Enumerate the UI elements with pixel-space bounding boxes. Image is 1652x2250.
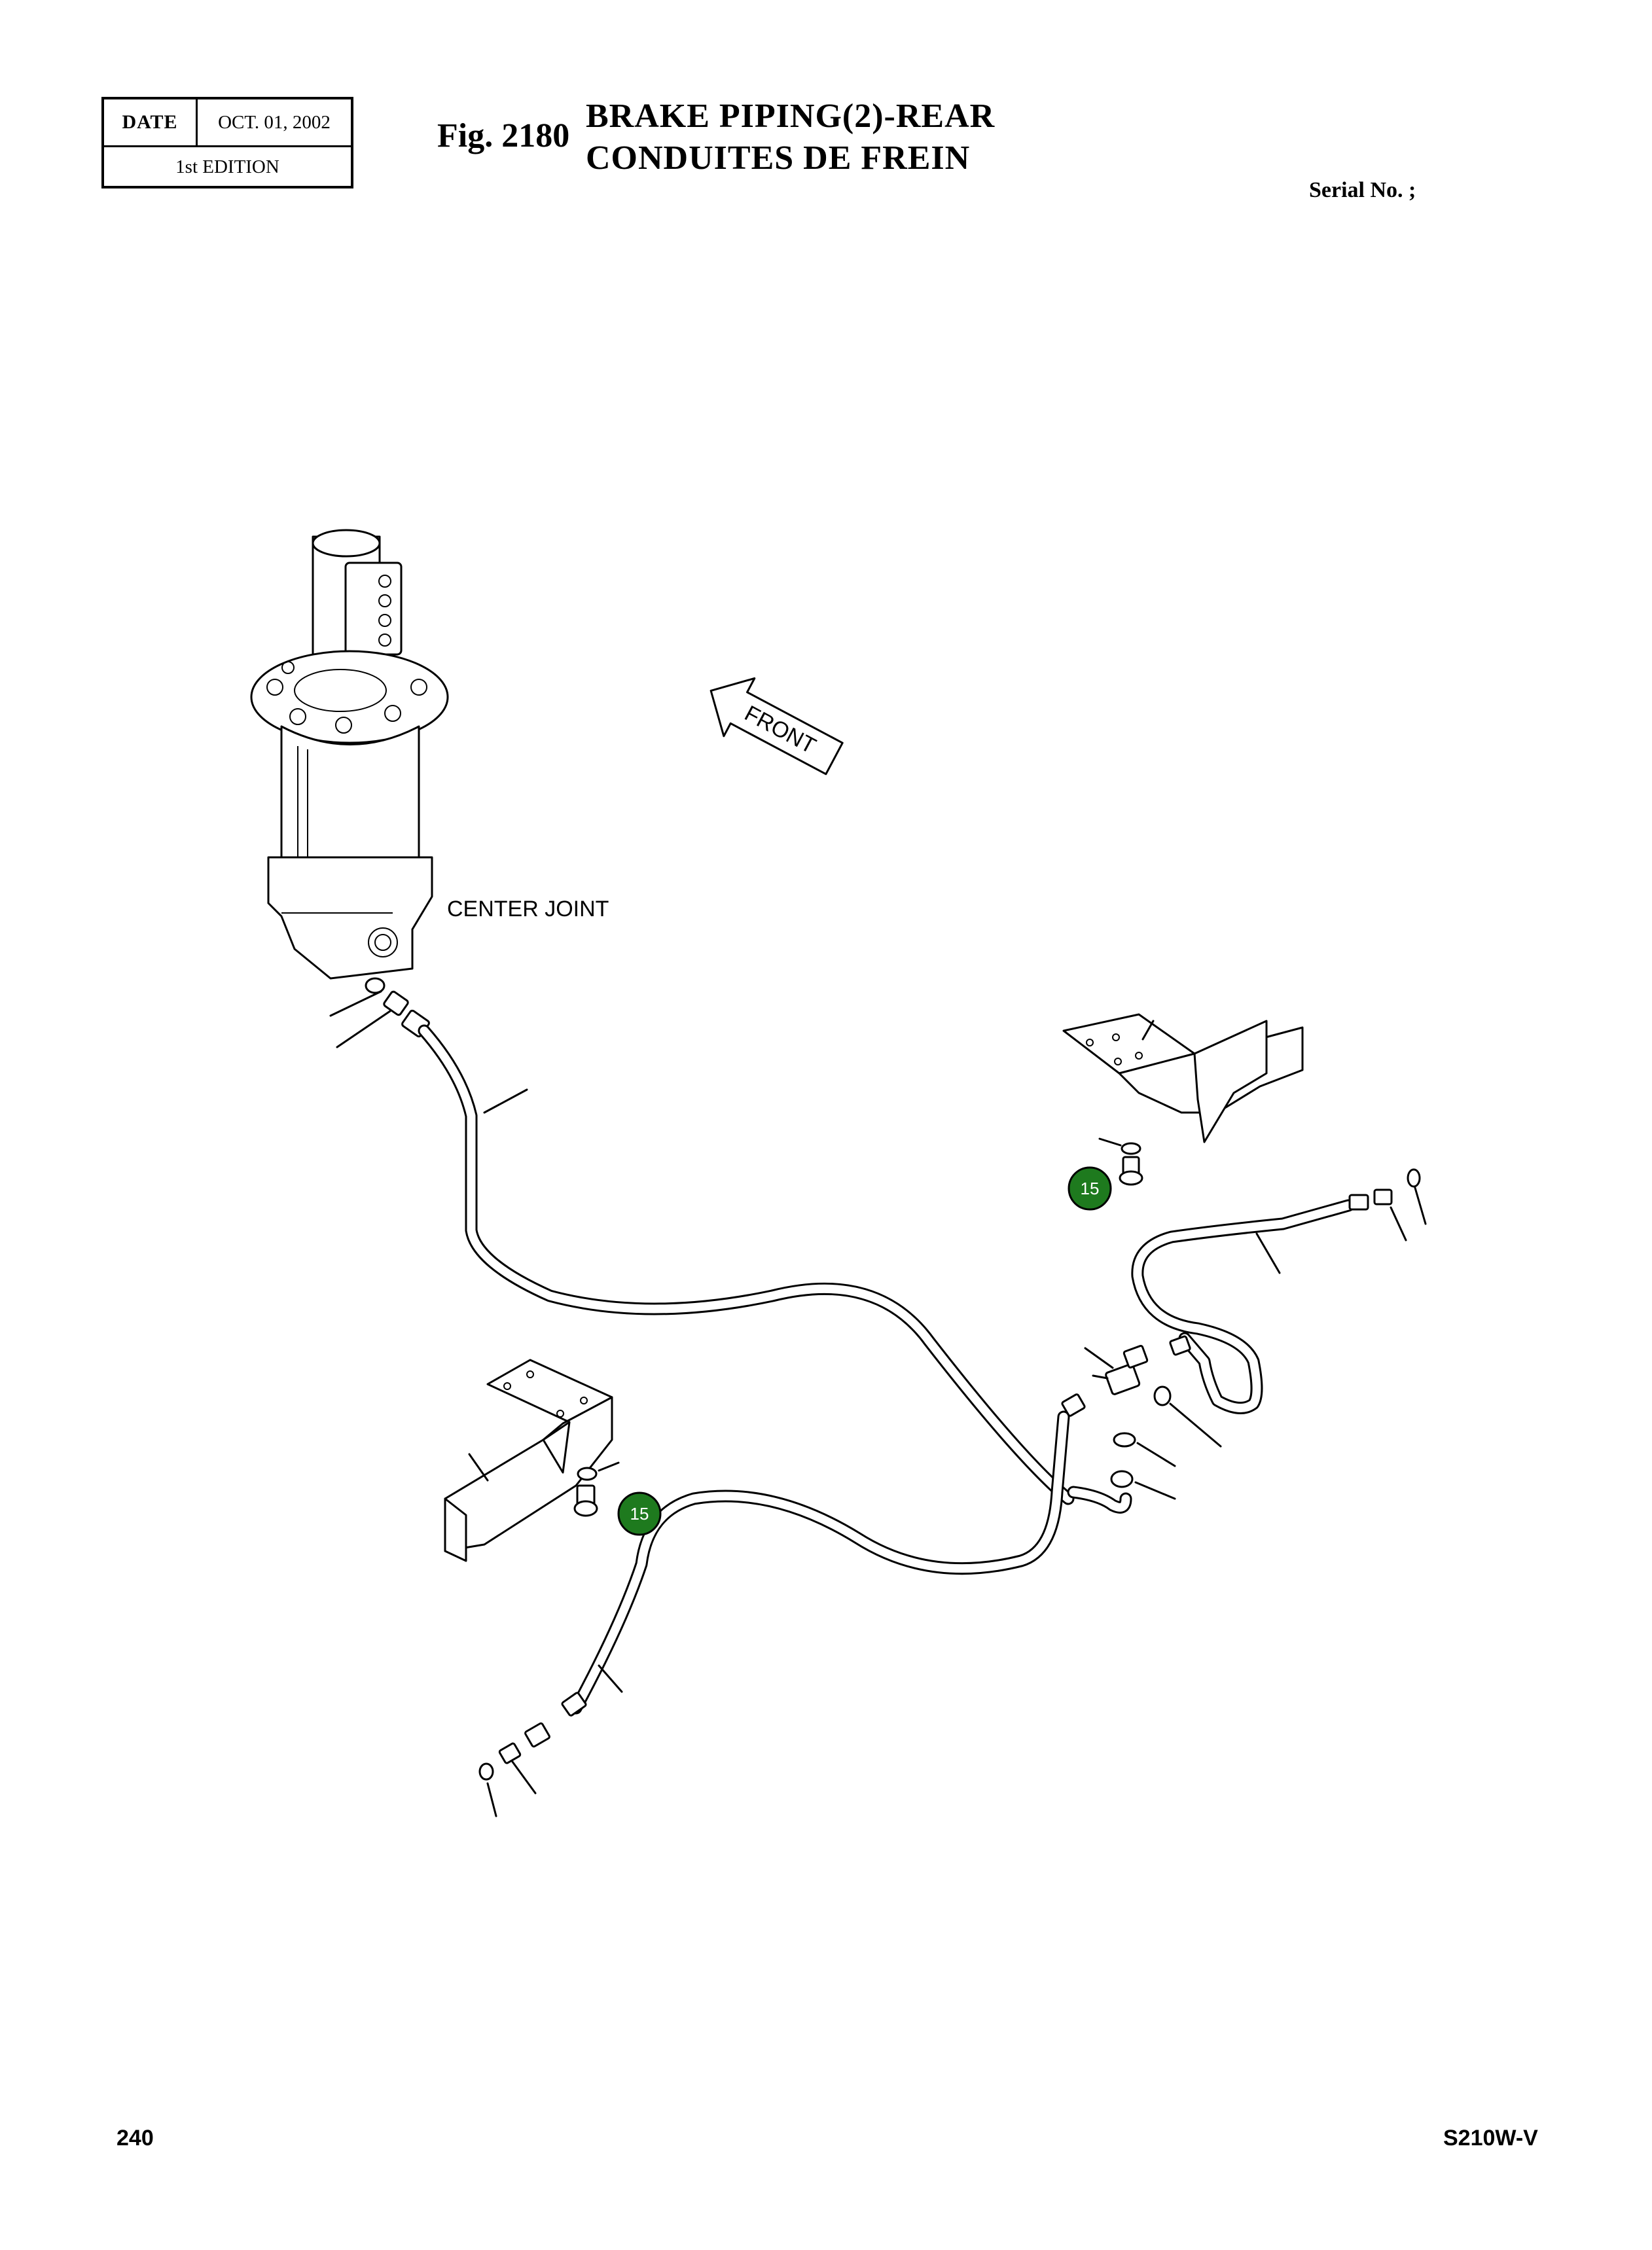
tee-fitting [1061,1335,1191,1417]
page-number: 240 [117,2126,154,2151]
callout-badge-lower-left: 15 [617,1491,662,1536]
bolt-lower-left [573,1484,598,1517]
callout-badge-upper-right: 15 [1068,1166,1112,1211]
center-joint [250,529,449,980]
serial-number: Serial No. ; [1309,178,1416,202]
model-number: S210W-V [1443,2126,1538,2151]
bolt-upper-right [1119,1156,1143,1186]
callout-number: 15 [630,1504,649,1524]
title-english: BRAKE PIPING(2)-REAR [586,98,996,135]
title-french: CONDUITES DE FREIN [586,139,971,177]
figure-number: Fig. 2180 [437,117,570,154]
washer-lower-left [577,1467,598,1481]
bracket-lower-left [444,1359,613,1562]
edition-label: 1st EDITION [175,156,279,177]
bracket-upper-right [1062,1013,1304,1143]
front-arrow: FRONT [709,677,844,776]
date-edition-box: DATE OCT. 01, 2002 1st EDITION [101,97,353,188]
date-row: DATE OCT. 01, 2002 [104,99,351,147]
callout-number: 15 [1081,1179,1100,1198]
date-label: DATE [104,99,198,145]
washer-upper-right [1121,1142,1141,1155]
date-value: OCT. 01, 2002 [218,111,331,133]
center-joint-label: CENTER JOINT [447,897,609,921]
